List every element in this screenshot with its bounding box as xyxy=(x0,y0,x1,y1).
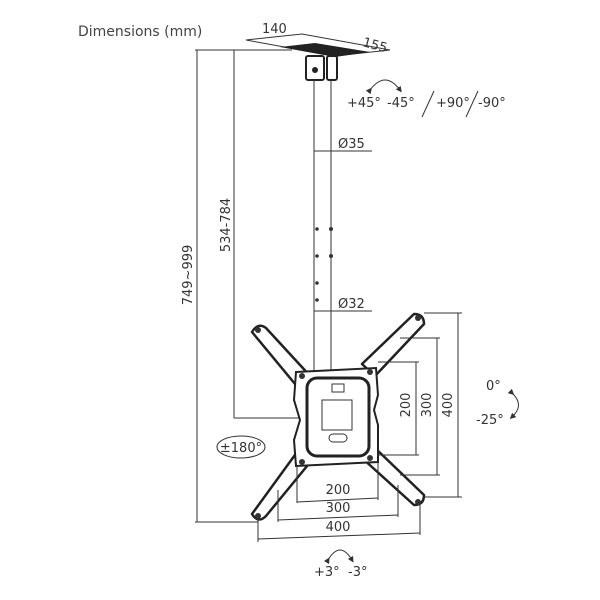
vesa-h-300-label: 300 xyxy=(326,501,351,516)
swivel-minus90-label: -90° xyxy=(478,96,506,111)
tilt-top-label: 0° xyxy=(486,379,501,394)
vesa-v-300-label: 300 xyxy=(420,393,435,418)
diagram-title: Dimensions (mm) xyxy=(78,24,202,40)
rotation-arrow-icon xyxy=(216,435,266,459)
upper-diameter-label: Ø35 xyxy=(338,137,365,152)
plate-width-label: 140 xyxy=(262,22,287,37)
vesa-bracket xyxy=(250,312,426,521)
level-minus-label: -3° xyxy=(348,565,367,580)
lower-diameter-label: Ø32 xyxy=(338,297,365,312)
vesa-h-400-label: 400 xyxy=(326,520,351,535)
tilt-arrow-icon xyxy=(507,388,519,420)
level-plus-label: +3° xyxy=(314,565,340,580)
swivel-minus-label: -45° xyxy=(387,96,415,111)
ceiling-plate xyxy=(245,33,391,81)
swivel-arrow-icon xyxy=(365,79,402,95)
pole xyxy=(313,80,333,372)
plate-depth-label: 155 xyxy=(361,35,389,56)
tilt-bottom-label: -25° xyxy=(476,413,504,428)
total-height-label: 749~999 xyxy=(181,245,196,306)
rotation-label: ±180° xyxy=(220,441,262,456)
vesa-h-200-label: 200 xyxy=(326,483,351,498)
vesa-v-400-label: 400 xyxy=(441,393,456,418)
swivel-plus-label: +45° xyxy=(347,96,381,111)
swivel-plus90-label: +90° xyxy=(436,96,470,111)
vesa-v-200-label: 200 xyxy=(399,393,414,418)
level-arrow-icon xyxy=(323,549,354,565)
pole-height-label: 534-784 xyxy=(219,198,234,252)
